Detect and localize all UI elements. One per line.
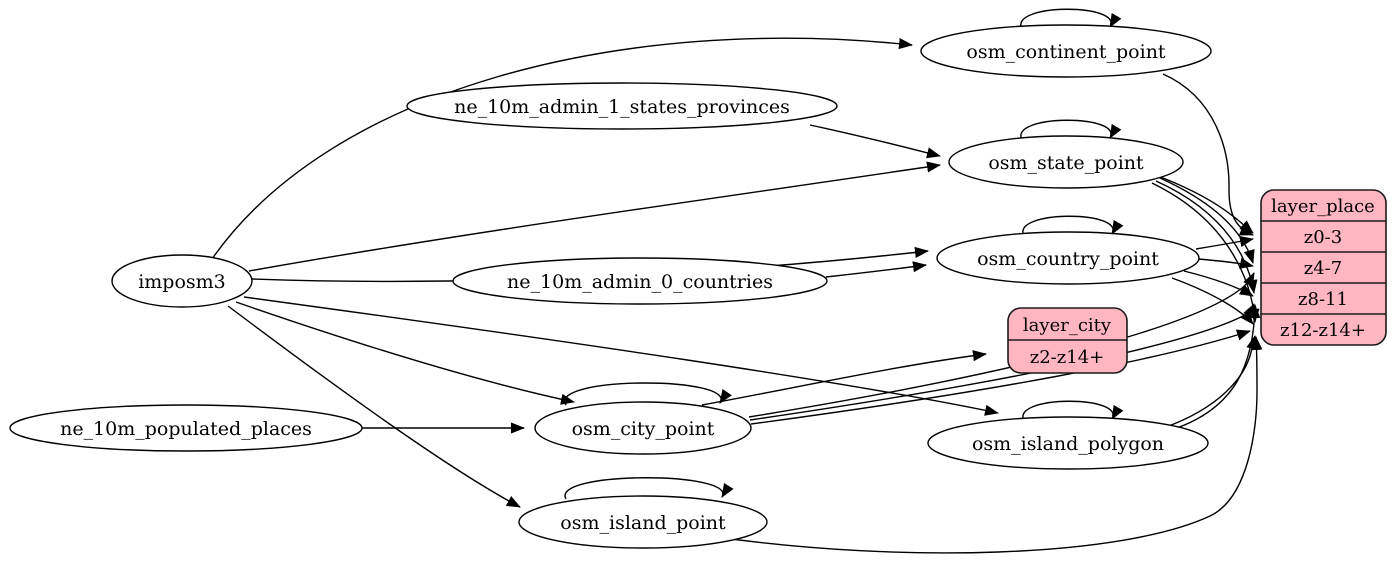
edge-osm-city-point-to-layer-place-z8-11 [749, 303, 1255, 421]
edge-ne-countries-to-osm-country-point [825, 261, 927, 278]
edge-osm-country-point-to-layer-place-z8-11 [1183, 270, 1254, 297]
node-osm-country-point: osm_country_point [936, 231, 1200, 285]
edge-osm-state-point-to-layer-place-z0-3 [1157, 175, 1254, 234]
node-osm-island-point: osm_island_point [518, 495, 768, 549]
node-ne-countries-label: ne_10m_admin_0_countries [507, 271, 773, 293]
edge-osm-city-point-to-layer-place-z12-z14 [750, 329, 1251, 425]
edge-imposm3-to-osm-state-point [248, 161, 941, 272]
node-ne-10m-admin-1-states-provinces: ne_10m_admin_1_states_provinces [406, 82, 838, 130]
self-loop-osm-island-point [564, 477, 734, 500]
node-osm-continent-point: osm_continent_point [920, 24, 1212, 78]
edge-osm-island-polygon-to-layer-place-z12-z14 [1165, 335, 1258, 428]
node-state-shape [948, 135, 1184, 189]
record-layer-city-title: layer_city [1023, 315, 1112, 336]
edge-imposm3-to-osm-continent-point [211, 37, 913, 260]
node-ne-10m-admin-0-countries: ne_10m_admin_0_countries [452, 257, 828, 305]
node-ne-places-shape [9, 404, 363, 452]
record-layer-city: layer_city z2-z14+ [1007, 307, 1128, 374]
record-layer-place-row-z8-11: z8-11 [1298, 289, 1348, 310]
node-island-point-shape [518, 495, 768, 549]
node-country-label: osm_country_point [977, 248, 1159, 270]
node-imposm3-label: imposm3 [138, 271, 226, 293]
node-city-label: osm_city_point [572, 418, 715, 440]
edge-osm-city-point-to-layer-place-z4-7 [748, 272, 1255, 418]
node-ne-states-shape [406, 82, 838, 130]
record-layer-place-row-z0-3: z0-3 [1304, 227, 1342, 248]
node-osm-state-point: osm_state_point [948, 135, 1184, 189]
node-continent-shape [920, 24, 1212, 78]
self-loop-osm-state-point [1020, 119, 1122, 141]
edge-osm-country-point-to-layer-place-z12-z14 [1171, 277, 1254, 325]
record-layer-place-title: layer_place [1271, 196, 1375, 217]
node-island-polygon-label: osm_island_polygon [972, 433, 1164, 455]
record-layer-place: layer_place z0-3 z4-7 z8-11 z12-z14+ [1260, 189, 1387, 346]
node-continent-label: osm_continent_point [966, 41, 1166, 63]
node-ne-places-label: ne_10m_populated_places [60, 418, 312, 440]
node-island-point-label: osm_island_point [560, 512, 726, 534]
node-island-polygon-shape [927, 416, 1209, 470]
node-ne-countries-shape [452, 257, 828, 305]
edge-ne-states-to-osm-state-point [809, 124, 941, 159]
edge-osm-island-point-to-layer-place-z12-z14 [716, 336, 1263, 554]
edge-imposm3-to-osm-island-polygon [243, 296, 999, 416]
node-osm-city-point: osm_city_point [534, 401, 752, 455]
self-loop-osm-island-polygon [1022, 400, 1124, 422]
edge-imposm3-to-osm-island-point [227, 305, 521, 508]
node-osm-island-polygon: osm_island_polygon [927, 416, 1209, 470]
edge-group [211, 8, 1263, 554]
node-imposm3: imposm3 [111, 254, 253, 308]
node-ne-10m-populated-places: ne_10m_populated_places [9, 404, 363, 452]
self-loop-osm-city-point [564, 382, 732, 406]
edge-osm-country-point-to-layer-place-z4-7 [1197, 257, 1254, 269]
edge-osm-country-point-to-layer-place-z0-3 [1195, 236, 1254, 250]
node-city-shape [534, 401, 752, 455]
self-loop-osm-continent-point [1020, 8, 1122, 30]
record-layer-place-box [1260, 189, 1387, 346]
record-layer-place-row-z4-7: z4-7 [1304, 258, 1342, 279]
edge-osm-continent-point-to-layer-place-z0-3 [1162, 73, 1254, 236]
node-imposm3-shape [111, 254, 253, 308]
edge-imposm3-to-osm-city-point [235, 301, 575, 405]
record-layer-place-row-z12-z14: z12-z14+ [1280, 320, 1366, 341]
self-loop-osm-country-point [1022, 215, 1124, 237]
record-layer-city-row-z2-z14: z2-z14+ [1030, 347, 1105, 368]
node-state-label: osm_state_point [988, 152, 1144, 174]
edge-osm-state-point-to-layer-place-z4-7 [1159, 177, 1255, 264]
edge-osm-city-point-to-layer-city-z2-z14 [701, 350, 987, 406]
node-ne-states-label: ne_10m_admin_1_states_provinces [454, 96, 790, 118]
edge-osm-island-polygon-to-layer-place-z8-11 [1173, 304, 1261, 430]
node-country-shape [936, 231, 1200, 285]
